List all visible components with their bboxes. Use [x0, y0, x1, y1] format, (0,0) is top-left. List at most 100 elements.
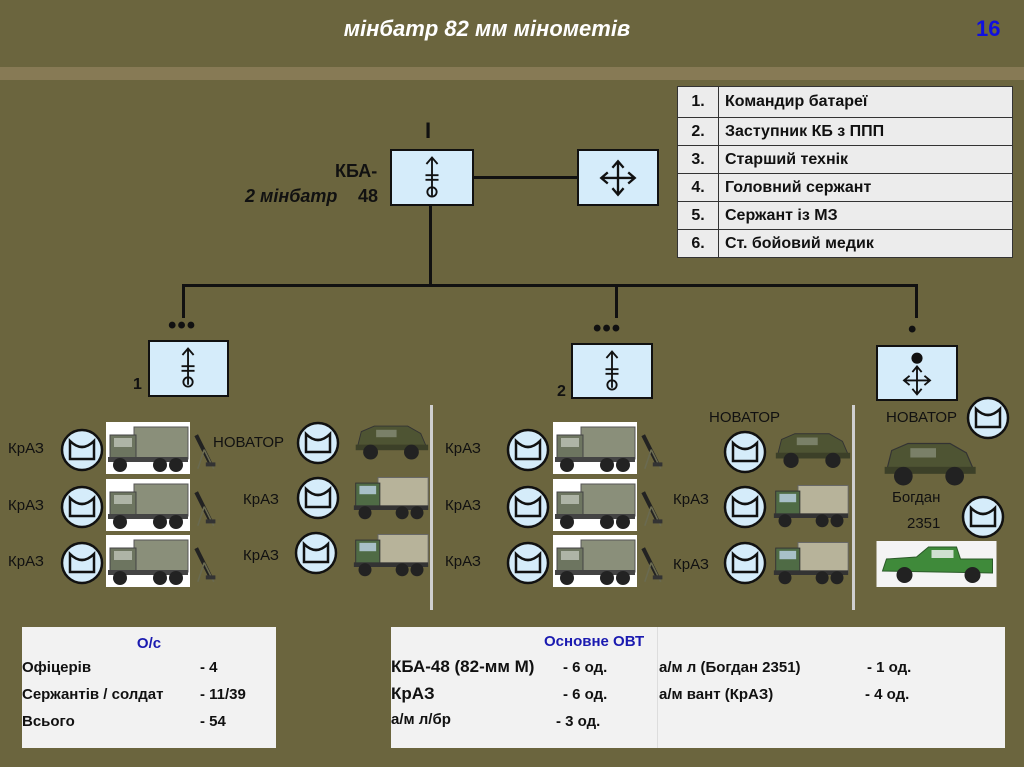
equipment-value: - 6 од.: [563, 686, 608, 703]
kraz-truck-image: [553, 535, 637, 587]
equipment-label: КБА-48 (82-мм М): [391, 657, 535, 676]
equipment-value: - 3 од.: [556, 713, 601, 730]
legend-number: 6.: [677, 229, 719, 258]
mortar-image: [640, 428, 664, 476]
equipment-value: - 1 од.: [867, 659, 912, 676]
legend-row: 5.Сержант із МЗ: [677, 201, 1013, 230]
equipment-title: Основне ОВТ: [544, 633, 645, 650]
equipment-label: КрАЗ: [391, 684, 435, 703]
legend-row: 1.Командир батареї: [677, 86, 1013, 118]
personnel-title: О/с: [136, 635, 162, 652]
equipment-label: а/м л/бр: [391, 711, 451, 728]
support-symbol-box: [577, 149, 659, 206]
vehicle-label: КрАЗ: [673, 556, 709, 573]
legend-text: Командир батареї: [718, 86, 1013, 118]
legend-text: Сержант із МЗ: [718, 201, 1013, 230]
vehicle-label: НОВАТОР: [709, 409, 781, 426]
hq-label-unit: 2 мінбатр: [245, 186, 338, 206]
mortar-image: [193, 485, 217, 533]
legend-number: 4.: [677, 173, 719, 202]
cross-arrows-icon: [599, 159, 637, 197]
mortar-unit-icon: [181, 347, 195, 388]
tree-branch-line: [182, 284, 918, 287]
vehicle-label: 2351: [907, 515, 941, 532]
kraz-truck-image: [106, 479, 190, 531]
section3-echelon: •: [908, 316, 917, 343]
kraz-truck-image: [106, 535, 190, 587]
bogdan-pickup-image: [876, 541, 997, 587]
personnel-value: - 54: [200, 713, 226, 730]
legend-row: 2.Заступник КБ з ППП: [677, 117, 1013, 146]
vehicle-symbol-icon: [294, 531, 338, 575]
kraz-truck-image: [772, 480, 850, 530]
slide-number: 16: [976, 16, 1001, 41]
vehicle-symbol-icon: [60, 485, 104, 529]
header-strip: [0, 67, 1024, 80]
equipment-label: а/м л (Богдан 2351): [659, 659, 801, 676]
kraz-truck-image: [106, 422, 190, 474]
kraz-truck-image: [352, 530, 430, 578]
platoon1-symbol-box: [148, 340, 229, 397]
hq-label-kba: КБА-: [335, 161, 378, 181]
platoon2-number: 2: [557, 383, 566, 400]
legend-text: Головний сержант: [718, 173, 1013, 202]
vehicle-label: КрАЗ: [243, 491, 279, 508]
vehicle-symbol-icon: [961, 495, 1005, 539]
support-cross-arrows-icon: [902, 352, 932, 396]
legend-row: 6.Ст. бойовий медик: [677, 229, 1013, 258]
vehicle-label: КрАЗ: [243, 547, 279, 564]
kraz-truck-image: [772, 538, 850, 586]
vehicle-symbol-icon: [296, 476, 340, 520]
personnel-value: - 4: [200, 659, 218, 676]
group-separator-1: [430, 405, 433, 610]
vehicle-label: НОВАТОР: [213, 434, 285, 451]
kraz-truck-image: [553, 479, 637, 531]
mortar-unit-icon: [605, 350, 619, 391]
section3-symbol-box: [876, 345, 958, 401]
platoon2-echelon: •••: [593, 315, 622, 342]
legend-number: 5.: [677, 201, 719, 230]
equipment-value: - 4 од.: [865, 686, 910, 703]
mortar-image: [193, 541, 217, 589]
vehicle-label: КрАЗ: [8, 440, 44, 457]
vehicle-label: КрАЗ: [445, 440, 481, 457]
vehicle-symbol-icon: [296, 421, 340, 465]
vehicle-symbol-icon: [60, 428, 104, 472]
equipment-divider: [657, 627, 658, 748]
legend-text: Ст. бойовий медик: [718, 229, 1013, 258]
legend-text: Заступник КБ з ППП: [718, 117, 1013, 146]
mortar-image: [640, 541, 664, 589]
vehicle-label: НОВАТОР: [886, 409, 958, 426]
kraz-truck-image: [352, 473, 430, 521]
platoon2-symbol-box: [571, 343, 653, 399]
branch-drop-2: [615, 286, 618, 318]
novator-vehicle-image: [880, 433, 978, 489]
personnel-label: Всього: [22, 713, 75, 730]
personnel-value: - 11/39: [200, 686, 246, 703]
platoon1-echelon: •••: [168, 312, 197, 339]
vehicle-symbol-icon: [723, 430, 767, 474]
kraz-truck-image: [553, 422, 637, 474]
vehicle-label: КрАЗ: [8, 497, 44, 514]
vehicle-label: Богдан: [892, 489, 941, 506]
branch-drop-1: [182, 286, 185, 318]
hq-label-48: 48: [358, 186, 379, 206]
vehicle-symbol-icon: [506, 428, 550, 472]
legend-text: Старший технік: [718, 145, 1013, 174]
legend-number: 2.: [677, 117, 719, 146]
hq-echelon-mark: I: [425, 118, 432, 143]
vehicle-symbol-icon: [723, 485, 767, 529]
vehicle-label: КрАЗ: [8, 553, 44, 570]
legend-number: 3.: [677, 145, 719, 174]
group-separator-2: [852, 405, 855, 610]
novator-vehicle-image: [772, 426, 852, 470]
vehicle-symbol-icon: [506, 541, 550, 585]
mortar-unit-icon: [425, 156, 439, 198]
mortar-image: [640, 485, 664, 533]
equipment-value: - 6 од.: [563, 659, 608, 676]
novator-vehicle-image: [352, 418, 430, 462]
slide-title: мінбатр 82 мм мінометів: [343, 16, 631, 41]
personnel-label: Офіцерів: [22, 659, 92, 676]
